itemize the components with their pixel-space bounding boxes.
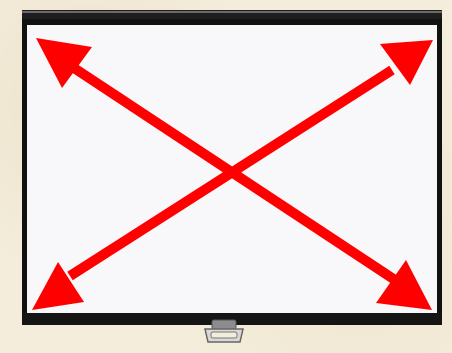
screen-top-bar-highlight — [22, 11, 442, 13]
